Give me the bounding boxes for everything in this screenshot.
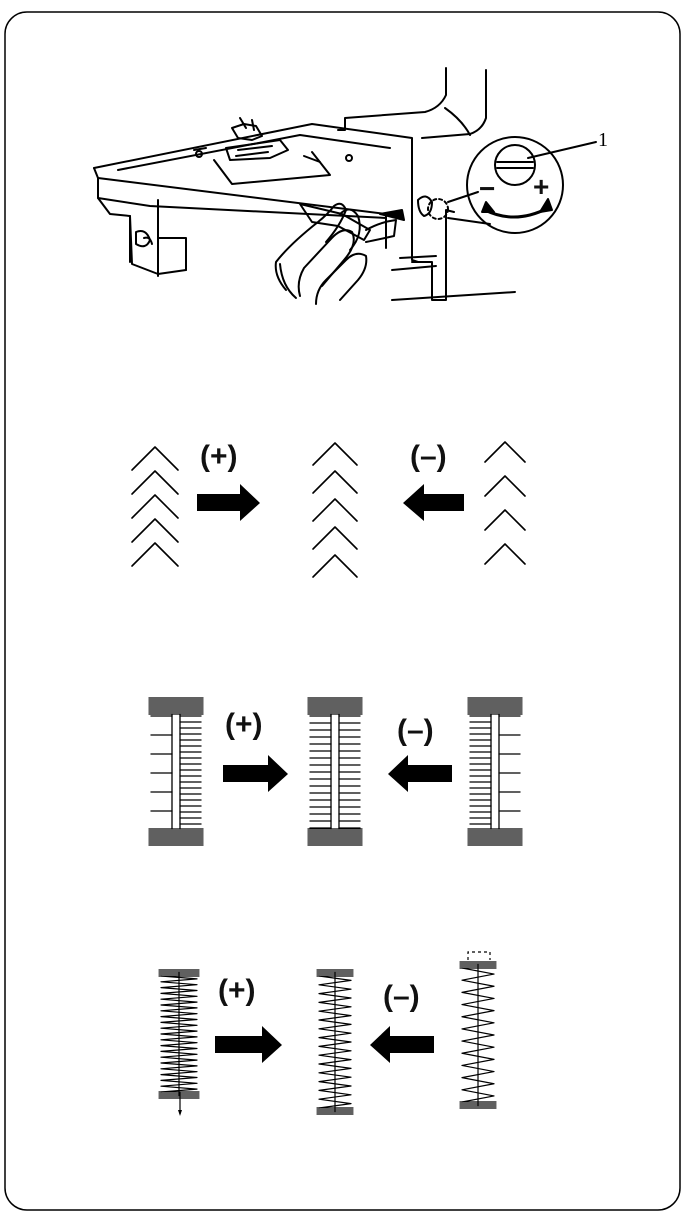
callout-leader-line bbox=[527, 141, 597, 159]
arrow-right-icon bbox=[197, 484, 260, 521]
darning-sample-stretched bbox=[459, 961, 497, 1109]
zigzag-sample-too-compressed bbox=[131, 446, 179, 567]
adjusting-screw-magnified bbox=[466, 136, 564, 234]
dial-minus-sign: − bbox=[479, 173, 495, 204]
row-zigzag-arrow: (+) (–) bbox=[131, 440, 526, 578]
plus-label: (+) bbox=[218, 974, 256, 1007]
minus-label: (–) bbox=[410, 440, 447, 473]
plus-label: (+) bbox=[200, 440, 238, 473]
zigzag-sample-too-open bbox=[484, 441, 526, 565]
chevron-stitch bbox=[312, 526, 358, 550]
chevron-stitch bbox=[312, 470, 358, 494]
chevron-stitch bbox=[312, 442, 358, 466]
callout-number: 1 bbox=[598, 129, 608, 151]
minus-label: (–) bbox=[397, 714, 434, 747]
chevron-stitch bbox=[312, 554, 358, 578]
plus-label: (+) bbox=[225, 708, 263, 741]
arrow-right-icon bbox=[223, 755, 288, 792]
arrow-left-icon bbox=[370, 1026, 434, 1063]
arrow-left-icon bbox=[388, 755, 452, 792]
row-buttonhole: (+) (–) bbox=[148, 697, 523, 846]
darning-sample-correct bbox=[316, 969, 354, 1115]
zigzag-stitch-run bbox=[318, 975, 352, 1109]
dial-plus-sign: + bbox=[533, 171, 549, 202]
chevron-stitch bbox=[131, 542, 179, 567]
zigzag-sample-correct bbox=[312, 442, 358, 578]
chevron-stitch bbox=[131, 446, 179, 471]
chevron-stitch bbox=[484, 509, 526, 531]
buttonhole-sample-uneven-left bbox=[148, 697, 204, 846]
darning-sample-compressed bbox=[158, 969, 200, 1099]
chevron-stitch bbox=[484, 475, 526, 497]
buttonhole-sample-uneven-right bbox=[467, 697, 523, 846]
arrow-left-icon bbox=[403, 484, 464, 521]
dashed-stitch-overrun bbox=[467, 951, 491, 960]
arrow-right-icon bbox=[215, 1026, 282, 1063]
chevron-stitch bbox=[312, 498, 358, 522]
minus-label: (–) bbox=[383, 980, 420, 1013]
chevron-stitch bbox=[131, 494, 179, 519]
page-frame bbox=[4, 11, 681, 1211]
row-darning: (+) (–) bbox=[158, 951, 497, 1116]
chevron-stitch bbox=[131, 470, 179, 495]
machine-illustration bbox=[93, 67, 597, 305]
chevron-stitch bbox=[484, 441, 526, 463]
buttonhole-sample-correct bbox=[307, 697, 363, 846]
zigzag-stitch-run bbox=[160, 975, 198, 1093]
zigzag-stitch-run bbox=[461, 967, 495, 1103]
chevron-stitch bbox=[484, 543, 526, 565]
chevron-stitch bbox=[131, 518, 179, 543]
